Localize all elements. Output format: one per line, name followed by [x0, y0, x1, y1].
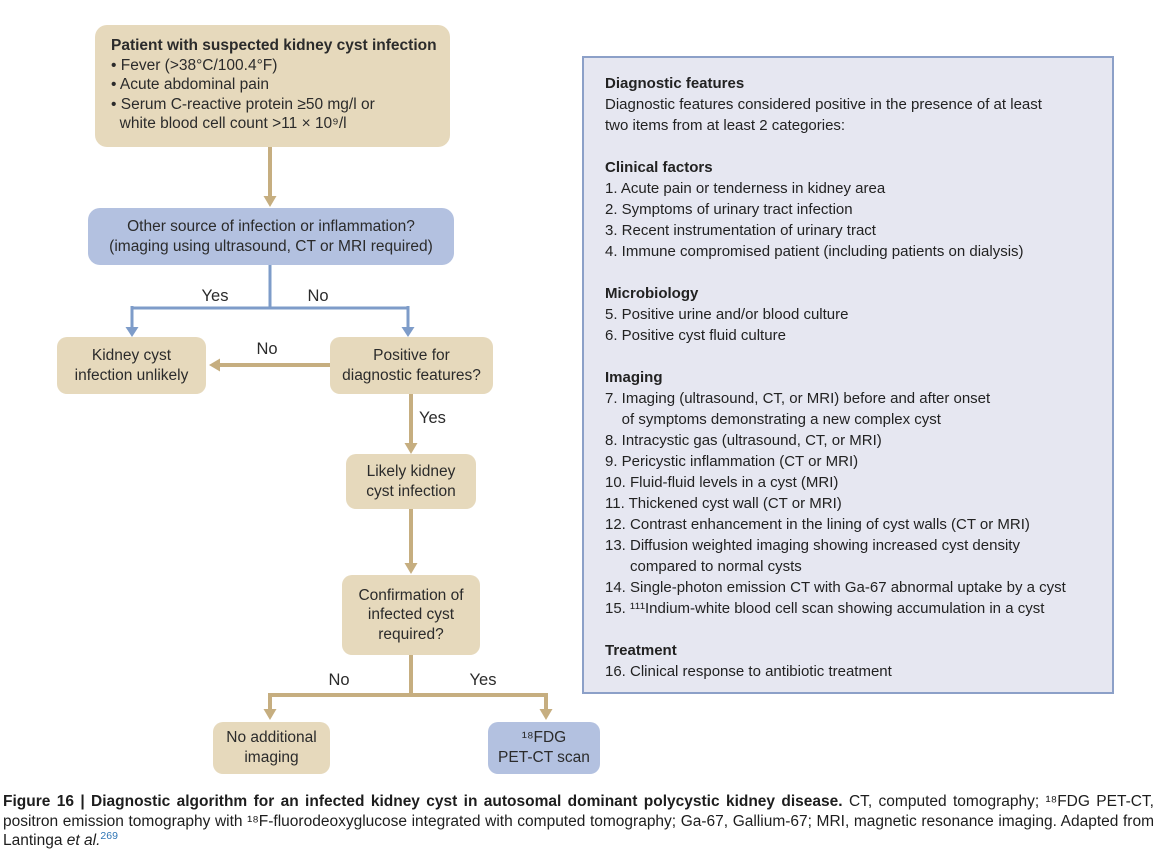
list-item: 15. ¹¹¹Indium-white blood cell scan show…	[605, 600, 1045, 617]
list-item: 9. Pericystic inflammation (CT or MRI)	[605, 453, 859, 470]
list-item: 13. Diffusion weighted imaging showing i…	[605, 537, 1020, 575]
node-title: Patient with suspected kidney cyst infec…	[111, 37, 437, 54]
diagnostic-features-panel: Diagnostic features Diagnostic features …	[582, 56, 1114, 694]
bullet-fever: • Fever (>38°C/100.4°F)	[111, 56, 278, 74]
node-confirmation-required: Confirmation of infected cyst required?	[342, 575, 480, 655]
bullet-abdominal-pain: • Acute abdominal pain	[111, 76, 269, 94]
figure-caption: Figure 16 | Diagnostic algorithm for an …	[3, 792, 1154, 851]
edge-label-source-no: No	[307, 287, 329, 305]
edge-label-features-no: No	[256, 340, 278, 358]
node-infection-unlikely: Kidney cyst infection unlikely	[57, 337, 206, 394]
node-fdg-petct-scan: ¹⁸FDG PET-CT scan	[488, 722, 600, 774]
list-item: 1. Acute pain or tenderness in kidney ar…	[605, 180, 886, 197]
list-item: 6. Positive cyst fluid culture	[605, 327, 786, 344]
panel-intro: Diagnostic features considered positive …	[605, 96, 1042, 134]
section-heading: Microbiology	[605, 285, 699, 302]
list-item: 14. Single-photon emission CT with Ga-67…	[605, 579, 1066, 596]
caption-cited-authors: et al.	[66, 832, 101, 849]
list-item: 10. Fluid-fluid levels in a cyst (MRI)	[605, 474, 839, 491]
list-item: 11. Thickened cyst wall (CT or MRI)	[605, 495, 842, 512]
node-other-source-question: Other source of infection or inflammatio…	[88, 208, 454, 265]
section-clinical-factors: Clinical factors 1. Acute pain or tender…	[605, 157, 1092, 262]
node-positive-diagnostic-features: Positive for diagnostic features?	[330, 337, 493, 394]
section-imaging: Imaging 7. Imaging (ultrasound, CT, or M…	[605, 367, 1092, 619]
edge-label-confirm-no: No	[328, 671, 350, 689]
list-item: 7. Imaging (ultrasound, CT, or MRI) befo…	[605, 390, 991, 428]
node-no-additional-imaging: No additional imaging	[213, 722, 330, 774]
blue-connector-lines	[125, 265, 415, 337]
list-item: 16. Clinical response to antibiotic trea…	[605, 663, 892, 680]
list-item: 12. Contrast enhancement in the lining o…	[605, 516, 1030, 533]
section-heading: Treatment	[605, 642, 677, 659]
figure-label: Figure 16 | Diagnostic algorithm for an …	[3, 793, 843, 810]
list-item: 2. Symptoms of urinary tract infection	[605, 201, 853, 218]
node-patient-suspected-infection: Patient with suspected kidney cyst infec…	[95, 25, 450, 147]
edge-label-source-yes: Yes	[201, 287, 229, 305]
section-microbiology: Microbiology 5. Positive urine and/or bl…	[605, 283, 1092, 346]
panel-title: Diagnostic features	[605, 75, 745, 92]
list-item: 4. Immune compromised patient (including…	[605, 243, 1024, 260]
section-treatment: Treatment 16. Clinical response to antib…	[605, 640, 1092, 682]
list-item: 5. Positive urine and/or blood culture	[605, 306, 849, 323]
bullet-crp-wbc: • Serum C-reactive protein ≥50 mg/l or w…	[111, 95, 375, 133]
list-item: 8. Intracystic gas (ultrasound, CT, or M…	[605, 432, 882, 449]
edge-label-confirm-yes: Yes	[469, 671, 497, 689]
section-heading: Clinical factors	[605, 159, 713, 176]
list-item: 3. Recent instrumentation of urinary tra…	[605, 222, 876, 239]
node-likely-infection: Likely kidney cyst infection	[346, 454, 476, 509]
tan-connector-lines	[209, 147, 553, 720]
reference-citation-link[interactable]: 269	[100, 829, 118, 842]
section-heading: Imaging	[605, 369, 663, 386]
caption-body: CT, computed tomography; ¹⁸FDG PET-CT, p…	[3, 793, 1154, 849]
edge-label-features-yes: Yes	[419, 409, 446, 427]
